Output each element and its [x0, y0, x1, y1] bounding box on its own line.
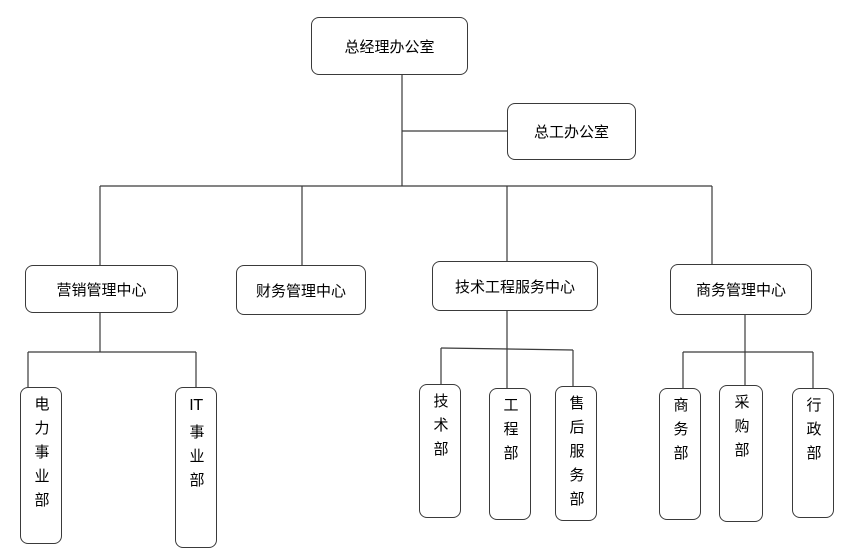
dept-admin-box: 行政部: [792, 388, 834, 518]
dept-purchasing-label: 采购部: [732, 394, 751, 466]
dept-it-label: IT: [189, 396, 203, 414]
dept-power-label: 电力事业部: [32, 396, 51, 516]
center-business-label: 商务管理中心: [695, 281, 786, 299]
dept-commerce-box: 商务部: [659, 388, 701, 520]
dept-admin-label: 行政部: [804, 397, 823, 469]
dept-after-sales-box: 售后服务部: [555, 386, 597, 521]
dept-commerce-label: 商务部: [671, 397, 690, 469]
center-business-box: 商务管理中心: [670, 264, 812, 315]
dept-power-box: 电力事业部: [20, 387, 62, 544]
dept-it-label-2: 事业部: [187, 424, 206, 496]
center-finance-box: 财务管理中心: [236, 265, 366, 315]
dept-engineering-box: 工程部: [489, 388, 531, 520]
chief-engineer-office-box: 总工办公室: [507, 103, 636, 160]
ceo-office-box: 总经理办公室: [311, 17, 468, 75]
center-tech-service-box: 技术工程服务中心: [432, 261, 598, 311]
dept-technology-box: 技术部: [419, 384, 461, 518]
chief-engineer-office-label: 总工办公室: [533, 123, 609, 141]
center-marketing-box: 营销管理中心: [25, 265, 178, 313]
center-finance-label: 财务管理中心: [255, 281, 346, 300]
dept-after-sales-label: 售后服务部: [567, 395, 586, 515]
dept-technology-label: 技术部: [431, 393, 450, 465]
dept-engineering-label: 工程部: [501, 397, 520, 469]
center-tech-service-label: 技术工程服务中心: [454, 277, 575, 296]
ceo-office-label: 总经理办公室: [344, 37, 435, 56]
dept-it-box: IT 事业部: [175, 387, 217, 548]
dept-purchasing-box: 采购部: [719, 385, 763, 522]
center-marketing-label: 营销管理中心: [56, 280, 147, 299]
